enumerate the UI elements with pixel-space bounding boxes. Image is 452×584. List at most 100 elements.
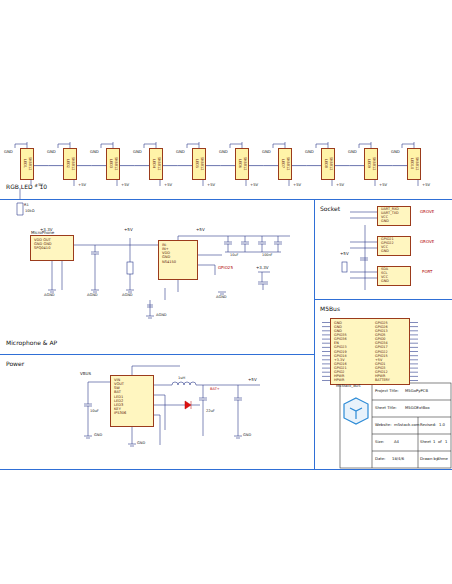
led-chip: LED6SK6812 xyxy=(235,148,249,180)
title-block-text: 18/4/6 xyxy=(392,457,404,461)
net-label: R1 xyxy=(24,204,29,208)
section-band: SocketUART_RXDUART_TXDVCCGNDGPIO21GPIO22… xyxy=(315,200,452,300)
title-block-text: M5GOExtBox xyxy=(405,406,430,410)
node-text: SK6812 xyxy=(200,157,204,170)
net-label: GND xyxy=(262,150,271,154)
node-text: IN- xyxy=(162,243,194,247)
section-band: M5BusM5Stack_BUSGNDGPIO25GNDGPIO26GNDGPI… xyxy=(315,300,452,470)
led-chip: LED5SK6812 xyxy=(192,148,206,180)
section-title: M5Bus xyxy=(320,306,340,313)
node-text: HPWR xyxy=(375,374,406,378)
net-label: +5V xyxy=(164,183,172,187)
node-text: LED2 xyxy=(114,399,150,403)
section-band: Microphone & APMicroPhoneVDD OUTGND GNDS… xyxy=(0,200,315,355)
node-text: LED3 xyxy=(108,159,112,168)
node-text: SK6812 xyxy=(372,157,376,170)
node-text: GPIO12 xyxy=(375,370,406,374)
ic-box: UART_RXDUART_TXDVCCGND xyxy=(377,206,411,226)
net-label: BAT+ xyxy=(210,388,220,392)
node-text: LED2 xyxy=(65,159,69,168)
net-label: 10uF xyxy=(230,254,238,258)
node-text: VOUT xyxy=(114,382,150,386)
node-text: GND xyxy=(334,329,365,333)
net-label: GND xyxy=(4,150,13,154)
net-label: 10uF xyxy=(90,410,99,414)
net-label: AGND xyxy=(216,296,227,300)
ic-box: SDASCLVCCGND xyxy=(377,266,411,286)
data-wire xyxy=(249,165,278,166)
node-text: GPIO16 xyxy=(334,362,365,366)
data-wire xyxy=(77,165,106,166)
data-wire xyxy=(378,165,407,166)
node-text: GPIO2 xyxy=(334,370,365,374)
node-text: KEY xyxy=(114,407,150,411)
node-text: +3.3V xyxy=(334,358,365,362)
node-text: NS4150 xyxy=(162,260,194,264)
title-block-text: Sheet xyxy=(420,440,431,444)
node-text: GPIO5 xyxy=(375,333,406,337)
node-text: GPIO26 xyxy=(375,325,406,329)
net-label: GND xyxy=(219,150,228,154)
bus-header: M5Stack_BUSGNDGPIO25GNDGPIO26GNDGPIO13GP… xyxy=(330,318,410,385)
node-text: LED9 xyxy=(366,159,370,168)
net-label: PORT xyxy=(422,270,433,274)
net-label: +3.3V xyxy=(40,228,52,232)
node-text: SK6812 xyxy=(286,157,290,170)
net-label: +5V xyxy=(336,183,344,187)
node-text: LED10 xyxy=(409,158,413,169)
node-text: BATTERY xyxy=(375,378,406,382)
node-text: LED1 xyxy=(114,395,150,399)
net-label: GND xyxy=(90,150,99,154)
node-text: SPQ0410 xyxy=(34,246,70,250)
net-label: +5V xyxy=(121,183,129,187)
net-label: GND xyxy=(348,150,357,154)
node-text: LED4 xyxy=(151,159,155,168)
title-block-text: M5GoPyPCB xyxy=(405,389,428,393)
title-block-text: Revised: xyxy=(420,423,436,427)
section-band: RGB LED * 10LED1SK6812LED2SK6812LED3SK68… xyxy=(0,120,452,200)
net-label: GND xyxy=(305,150,314,154)
title-block-text: Shme xyxy=(437,457,448,461)
node-text: GPIO15 xyxy=(375,354,406,358)
node-text: GPIO21 xyxy=(334,366,365,370)
title-block-text: Website: xyxy=(375,423,391,427)
net-label: +5V xyxy=(379,183,387,187)
net-label: GROVE xyxy=(420,210,434,214)
title-block-text: Project Title: xyxy=(375,389,399,393)
node-text: LED7 xyxy=(280,159,284,168)
led-chip: LED2SK6812 xyxy=(63,148,77,180)
net-label: GND xyxy=(133,150,142,154)
net-label: +5V xyxy=(207,183,215,187)
led-chip: LED9SK6812 xyxy=(364,148,378,180)
node-text: SK6812 xyxy=(114,157,118,170)
node-text: GPIO0 xyxy=(375,337,406,341)
net-label: GND xyxy=(391,150,400,154)
title-block-text: Sheet Title: xyxy=(375,406,397,410)
node-text: VDD OUT xyxy=(34,238,70,242)
node-text: GPIO19 xyxy=(334,350,365,354)
node-text: SW xyxy=(114,386,150,390)
node-text: GPIO1 xyxy=(375,362,406,366)
section-title: Socket xyxy=(320,206,340,213)
node-text: GPIO22 xyxy=(375,350,406,354)
node-text: SK6812 xyxy=(415,157,419,170)
net-label: AGND xyxy=(156,314,167,318)
node-text: EN xyxy=(334,341,365,345)
data-wire xyxy=(206,165,235,166)
led-chip: LED8SK6812 xyxy=(321,148,335,180)
title-block-text: Date: xyxy=(375,457,385,461)
node-text: SK6812 xyxy=(157,157,161,170)
node-text: HPWR xyxy=(334,378,365,382)
node-text: SK6812 xyxy=(243,157,247,170)
data-wire xyxy=(163,165,192,166)
net-label: +3.3V xyxy=(256,266,268,270)
net-label: AGND xyxy=(87,294,98,298)
node-text: IP5306 xyxy=(114,411,150,415)
ic-box: IN-IN+VDDGNDNS4150 xyxy=(158,240,198,280)
net-label: +5V xyxy=(422,183,430,187)
net-label: GND xyxy=(243,434,251,438)
net-label: 10kΩ xyxy=(25,210,34,214)
title-block-text: of xyxy=(438,440,442,444)
net-label: +5V xyxy=(340,252,349,256)
